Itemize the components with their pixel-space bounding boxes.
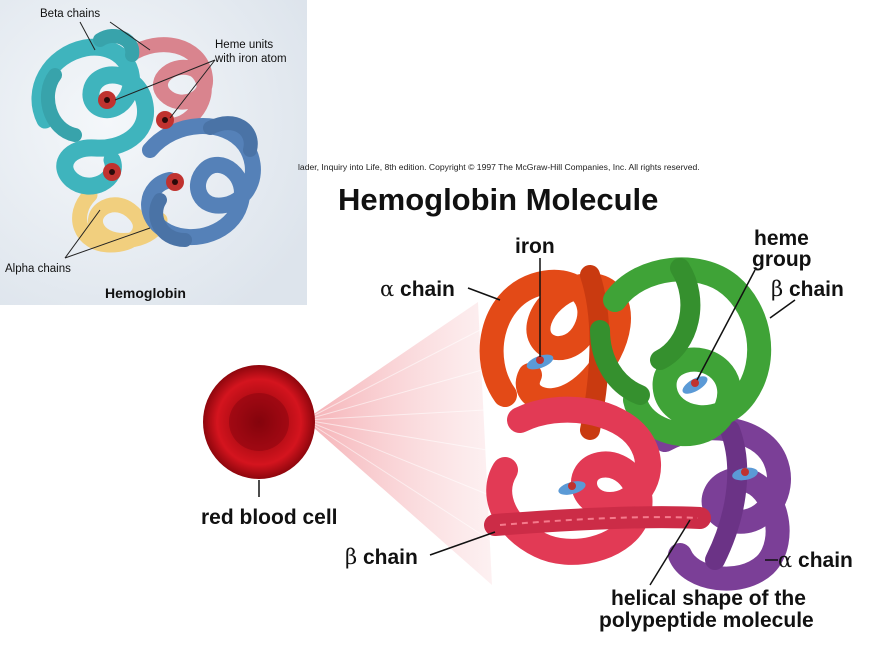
- main-molecule: [479, 257, 791, 591]
- beta-chain-crimson: [486, 396, 662, 565]
- inset-label-beta-chains: Beta chains: [40, 8, 100, 20]
- inset-heme-unit-4: [166, 173, 184, 191]
- beam-rays: [304, 329, 491, 541]
- heme-group-1: [526, 354, 554, 370]
- label-iron: iron: [515, 235, 555, 258]
- label-heme-line1: heme: [754, 227, 809, 250]
- beta-chain-green-loop: [590, 258, 701, 405]
- inset-heme-unit-1: [98, 91, 116, 109]
- label-helical-line1: helical shape of the: [611, 587, 806, 610]
- label-alpha-chain-top: α chain: [380, 277, 455, 301]
- alpha-chain-purple-loop: [705, 420, 748, 570]
- figure-title: Hemoglobin Molecule: [338, 182, 658, 217]
- label-helical-line2: polypeptide molecule: [599, 609, 814, 632]
- heme-group-2: [682, 376, 708, 394]
- label-red-blood-cell: red blood cell: [201, 506, 338, 529]
- inset-label-heme-line1: Heme units: [215, 39, 273, 51]
- inset-beta-chain-pink: [122, 37, 213, 133]
- label-heme-line2: group: [752, 248, 811, 271]
- inset-heme-unit-2: [156, 111, 174, 129]
- copyright-credit: lader, Inquiry into Life, 8th edition. C…: [298, 162, 700, 172]
- inset-alpha-chain-blue-loop: [149, 116, 258, 247]
- inset-caption: Hemoglobin: [105, 285, 186, 301]
- heme-group-3: [558, 481, 586, 495]
- helix-ridges: [499, 516, 699, 526]
- inset-beta-chain-teal: [31, 38, 154, 195]
- inset-leader-lines: [64, 21, 216, 259]
- inset-panel: Beta chains Heme units with iron atom Al…: [0, 0, 307, 305]
- inset-label-heme-line2: with iron atom: [214, 53, 287, 65]
- red-blood-cell: [203, 365, 315, 479]
- label-beta-chain-left: β chain: [345, 545, 418, 569]
- alpha-chain-purple: [653, 416, 791, 591]
- heme-group-4: [732, 467, 758, 481]
- inset-heme-unit-3: [103, 163, 121, 181]
- inset-molecule: [31, 29, 261, 253]
- label-beta-chain-right: β chain: [771, 277, 844, 301]
- inset-label-alpha-chains: Alpha chains: [5, 263, 71, 275]
- magnification-beam: [305, 302, 492, 585]
- beta-chain-green: [603, 257, 772, 447]
- inset-beta-chain-teal-loop: [40, 29, 140, 142]
- alpha-chain-orange: [479, 269, 631, 413]
- label-alpha-chain-bottom: α chain: [778, 548, 853, 572]
- inset-alpha-chain-yellow: [72, 187, 168, 253]
- main-leader-lines: [258, 258, 796, 586]
